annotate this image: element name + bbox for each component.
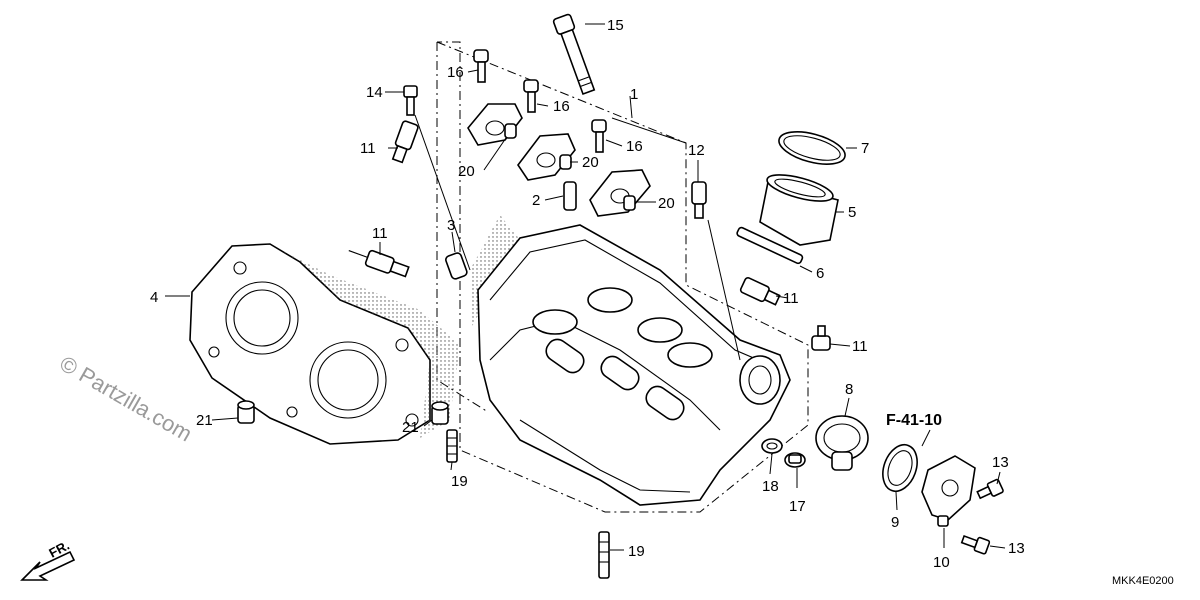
sealing-bolt-17[interactable]	[784, 452, 806, 468]
callout-11-right: 11	[783, 290, 799, 307]
head-gasket[interactable]	[189, 243, 460, 445]
cam-holder-bolt-2[interactable]	[523, 79, 539, 113]
hose-band[interactable]	[776, 126, 849, 171]
callout-16-a: 16	[447, 64, 464, 81]
callout-16-c: 16	[626, 138, 643, 155]
intake-insulator[interactable]	[759, 170, 839, 246]
callout-10: 10	[933, 554, 950, 571]
callout-20-b: 20	[582, 154, 599, 171]
cam-dowel-3[interactable]	[623, 195, 636, 211]
callout-5: 5	[848, 204, 856, 221]
callout-19-left: 19	[451, 473, 468, 490]
sensor-11-right[interactable]	[739, 276, 781, 308]
cam-dowel-2[interactable]	[559, 154, 572, 170]
cam-holder-3[interactable]	[589, 169, 651, 217]
cam-holder-bolt-3[interactable]	[591, 119, 607, 153]
watermark: © Partzilla.com	[56, 351, 197, 447]
sensor-11-left[interactable]	[346, 243, 410, 279]
callout-6: 6	[816, 265, 824, 282]
callout-2: 2	[532, 192, 540, 209]
callout-14: 14	[366, 84, 383, 101]
callout-11-lower: 11	[852, 338, 868, 355]
callout-20-a: 20	[458, 163, 475, 180]
callout-17: 17	[789, 498, 806, 515]
stud-bolt-left[interactable]	[446, 429, 458, 463]
callout-13-lower: 13	[1008, 540, 1025, 557]
callout-16-b: 16	[553, 98, 570, 115]
cover-bolt-upper[interactable]	[976, 478, 1004, 502]
callout-15: 15	[607, 17, 624, 34]
diagram-code: MKK4E0200	[1112, 575, 1174, 587]
thermostat-cover[interactable]	[921, 455, 976, 527]
sensor-11-top[interactable]	[390, 120, 419, 164]
stud-bolt-bottom[interactable]	[598, 531, 610, 579]
cam-holder-2[interactable]	[517, 133, 576, 181]
callout-7: 7	[861, 140, 869, 157]
stud-pipe-6[interactable]	[736, 226, 804, 265]
callout-13-upper: 13	[992, 454, 1009, 471]
cylinder-head[interactable]	[470, 215, 791, 506]
sensor-12[interactable]	[691, 181, 707, 219]
sensor-11-lower[interactable]	[811, 325, 831, 351]
callout-18: 18	[762, 478, 779, 495]
dowel-2[interactable]	[563, 181, 577, 211]
callout-11-top: 11	[360, 140, 376, 157]
bolt-14[interactable]	[403, 85, 418, 116]
dowel-pin-right[interactable]	[431, 401, 449, 425]
assembly-boundary	[436, 41, 809, 513]
callout-12: 12	[688, 142, 705, 159]
cover-bolt-lower[interactable]	[960, 532, 991, 555]
cam-holder-bolt-1[interactable]	[473, 49, 489, 83]
sealing-washer-18[interactable]	[761, 438, 783, 454]
o-ring-9[interactable]	[877, 440, 923, 496]
callout-19-bottom: 19	[628, 543, 645, 560]
callout-21-right: 21	[402, 419, 419, 436]
callout-4: 4	[150, 289, 158, 306]
reference-label[interactable]: F-41-10	[886, 412, 942, 429]
callout-3: 3	[447, 217, 455, 234]
head-bolt-long[interactable]	[552, 13, 597, 96]
callout-8: 8	[845, 381, 853, 398]
thermostat[interactable]	[815, 415, 869, 471]
callout-11-left: 11	[372, 225, 388, 242]
callout-9: 9	[891, 514, 899, 531]
callout-21-left: 21	[196, 412, 213, 429]
cam-dowel-1[interactable]	[504, 123, 517, 139]
callout-20-c: 20	[658, 195, 675, 212]
callout-1: 1	[630, 86, 638, 103]
leader-lines	[165, 23, 1006, 551]
front-direction-arrow: FR.	[20, 538, 76, 581]
dowel-pin-left[interactable]	[237, 400, 255, 424]
collar-3[interactable]	[445, 252, 468, 280]
